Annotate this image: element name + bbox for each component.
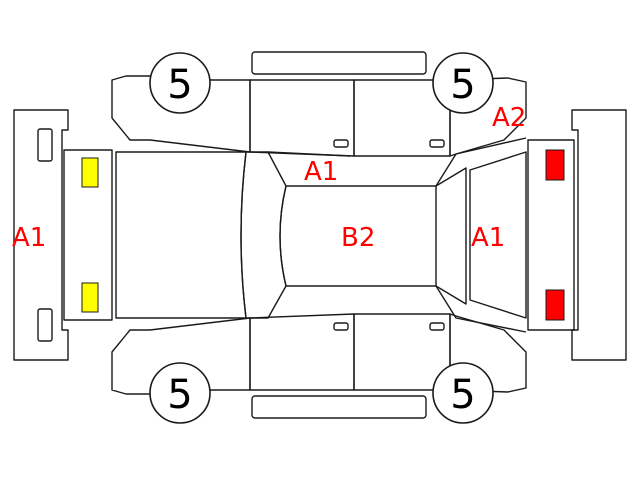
wheel-rear-left-value: 5 <box>450 62 475 108</box>
rear-right-lamp <box>545 289 565 321</box>
front-right-lamp <box>81 282 99 313</box>
wheel-front-right-value: 5 <box>167 372 192 418</box>
front-left-lamp <box>81 157 99 188</box>
rear-panel <box>527 139 575 331</box>
wheel-front-right: 5 <box>149 362 211 424</box>
rear-left-lamp <box>545 149 565 181</box>
upper-roof-rail <box>251 51 427 75</box>
lower-side-body <box>111 313 527 395</box>
hood <box>115 151 247 319</box>
code-roof: B2 <box>341 223 375 253</box>
trunk <box>469 151 527 319</box>
front-bumper <box>13 109 69 361</box>
wheel-rear-right: 5 <box>432 362 494 424</box>
rear-bumper <box>571 109 627 361</box>
code-front-bumper: A1 <box>12 223 46 253</box>
wheel-front-left: 5 <box>149 52 211 114</box>
upper-side-body <box>111 75 527 157</box>
code-rear-quarter: A2 <box>492 103 526 133</box>
roof <box>279 185 437 287</box>
code-rear-glass-trunk: A1 <box>471 223 505 253</box>
code-hood-front-door: A1 <box>304 157 338 187</box>
wheel-rear-right-value: 5 <box>450 372 475 418</box>
wheel-front-left-value: 5 <box>167 62 192 108</box>
lower-roof-rail <box>251 395 427 419</box>
wheel-rear-left: 5 <box>432 52 494 114</box>
front-panel <box>63 149 113 321</box>
